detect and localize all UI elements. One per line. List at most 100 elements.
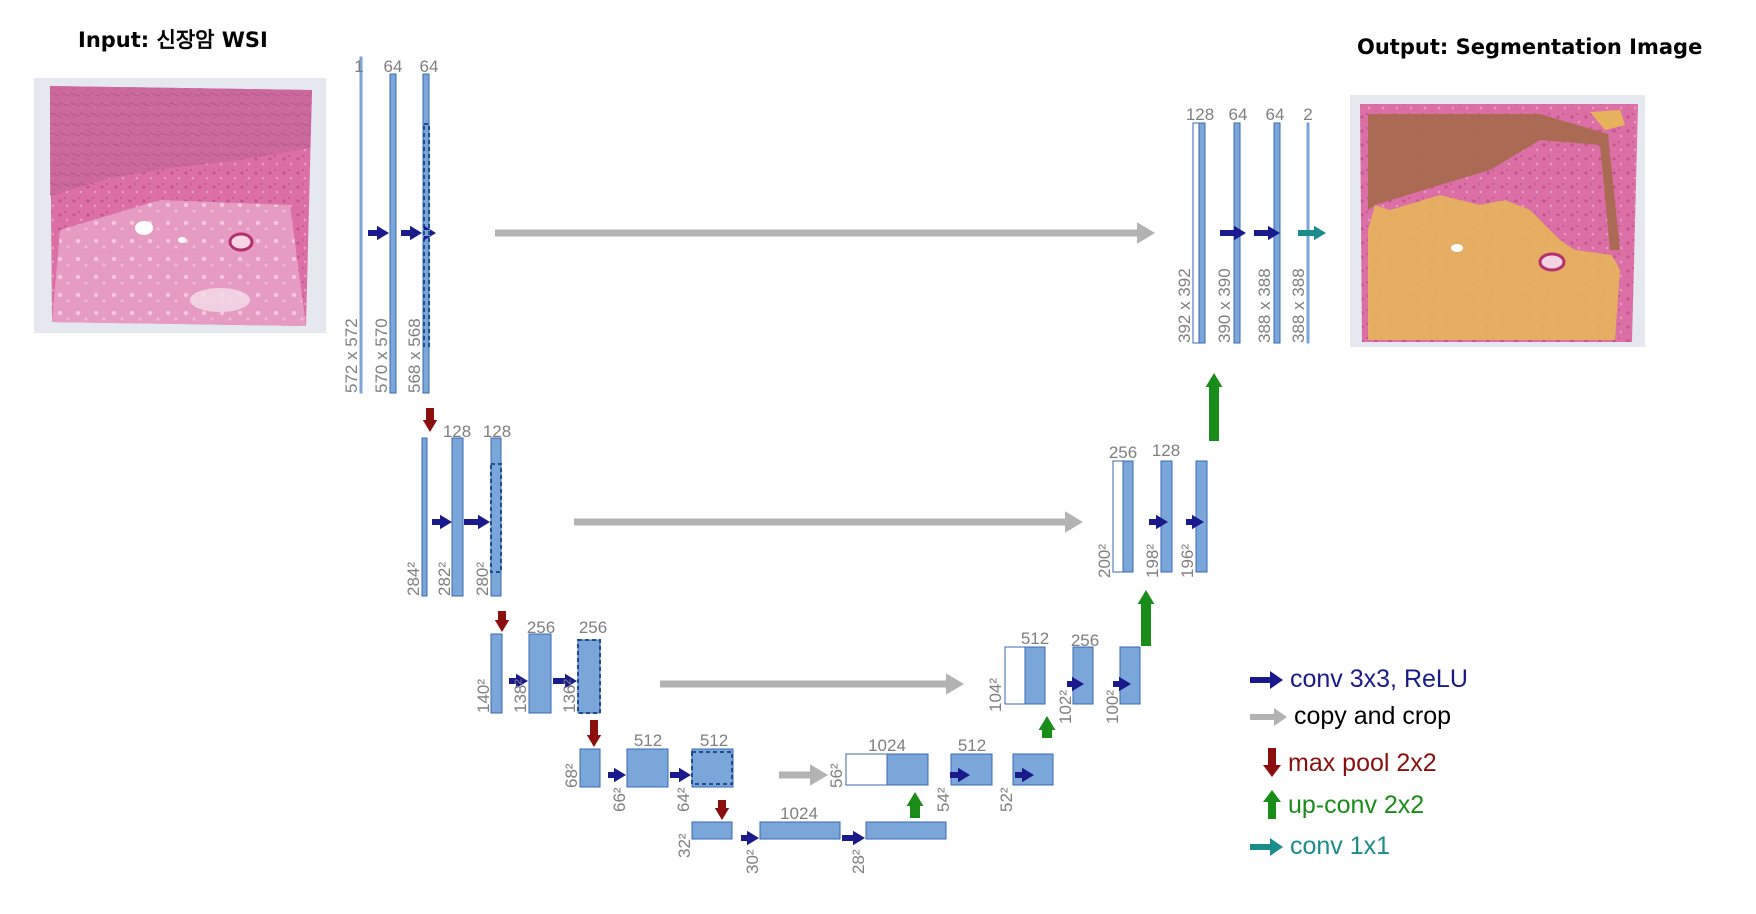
size-label: 388 x 388 [1255, 268, 1274, 343]
channel-label: 128 [1186, 105, 1214, 124]
channel-label: 1024 [780, 804, 818, 823]
size-label: 392 x 392 [1175, 268, 1194, 343]
pool-arrow [586, 720, 602, 747]
channel-label: 1024 [868, 736, 906, 755]
legend-item-pool: max pool 2x2 [1262, 748, 1437, 778]
feature-map [865, 821, 947, 840]
legend-label-pool: max pool 2x2 [1288, 748, 1437, 777]
channel-label: 512 [958, 736, 986, 755]
channel-label: 512 [634, 731, 662, 750]
feature-map [359, 56, 363, 394]
right-arrow-icon [1250, 670, 1283, 689]
legend-label-copy: copy and crop [1294, 702, 1452, 730]
feature-map [1119, 646, 1141, 705]
output-heading: Output: Segmentation Image [1357, 35, 1703, 59]
legend-item-upconv: up-conv 2x2 [1262, 790, 1424, 820]
legend-label-conv: conv 3x3, ReLU [1290, 665, 1468, 693]
size-label: 280² [473, 562, 492, 596]
conv-arrow [509, 673, 528, 689]
conv1x1-arrow [1298, 225, 1326, 241]
channel-label: 512 [700, 731, 728, 750]
feature-map [1024, 646, 1046, 705]
feature-map [759, 821, 841, 840]
feature-map [490, 633, 503, 714]
conv-arrow [553, 673, 577, 689]
conv-arrow [950, 767, 970, 783]
conv-arrow [1067, 676, 1084, 692]
size-label: 28² [849, 849, 868, 874]
feature-map [1195, 460, 1208, 573]
feature-map [528, 633, 552, 714]
size-label: 66² [610, 787, 629, 812]
size-label: 102² [1056, 690, 1075, 724]
channel-label: 64 [420, 57, 439, 76]
down-arrow-icon [1263, 748, 1281, 777]
size-label: 572 x 572 [342, 318, 361, 393]
conv-arrow [368, 225, 389, 241]
size-label: 136² [560, 679, 579, 713]
channel-label: 256 [1071, 631, 1099, 650]
feature-map [626, 748, 669, 788]
conv-arrow [1186, 514, 1204, 530]
channel-label: 128 [1152, 441, 1180, 460]
channel-label: 128 [443, 422, 471, 441]
conv-arrow [741, 830, 759, 846]
up-arrow-icon [1263, 790, 1281, 819]
conv-arrow [1015, 767, 1034, 783]
size-label: 52² [997, 787, 1016, 812]
upconv-arrow [906, 792, 924, 818]
feature-map [1072, 646, 1094, 705]
size-label: 32² [675, 833, 694, 858]
upconv-arrow [1205, 373, 1223, 441]
size-label: 68² [562, 763, 581, 788]
pool-arrow [714, 800, 730, 820]
conv-arrow [1149, 514, 1168, 530]
channel-label: 64 [1229, 105, 1248, 124]
feature-map [1112, 460, 1124, 573]
feature-map [1198, 122, 1206, 344]
size-label: 64² [674, 787, 693, 812]
feature-map [451, 437, 464, 597]
conv-arrow [1113, 676, 1131, 692]
channel-label: 1 [354, 57, 363, 76]
pool-arrow [422, 408, 438, 432]
conv-arrow [464, 514, 490, 530]
size-label: 200² [1095, 544, 1114, 578]
feature-map [950, 753, 993, 786]
conv-arrow [842, 830, 865, 846]
size-label: 100² [1103, 690, 1122, 724]
conv-arrow [608, 767, 626, 783]
size-label: 388 x 388 [1289, 268, 1308, 343]
legend-label-conv1x1: conv 1x1 [1290, 832, 1391, 860]
feature-map [579, 748, 601, 788]
channel-label: 64 [384, 57, 403, 76]
crop-region [691, 751, 733, 785]
channel-label: 256 [527, 618, 555, 637]
size-label: 54² [934, 787, 953, 812]
input-wsi-image [34, 78, 326, 333]
conv-arrow [432, 514, 452, 530]
crop-region [423, 123, 430, 347]
size-label: 56² [827, 763, 846, 788]
conv-arrow [401, 225, 422, 241]
size-label: 282² [435, 562, 454, 596]
size-label: 30² [743, 849, 762, 874]
size-label: 196² [1178, 544, 1197, 578]
channel-label: 512 [1021, 629, 1049, 648]
copy-arrow [779, 764, 828, 786]
feature-map [691, 748, 734, 788]
input-heading: Input: 신장암 WSI [78, 28, 268, 52]
size-label: 138² [511, 679, 530, 713]
right-arrow-icon [1250, 837, 1283, 856]
conv-arrow [424, 225, 436, 241]
output-segmentation-image [1350, 95, 1645, 347]
feature-map [389, 73, 397, 394]
copy-arrow [660, 673, 964, 695]
upconv-arrow [1038, 716, 1056, 738]
channel-label: 64 [1266, 105, 1285, 124]
conv-arrow [670, 767, 691, 783]
conv-arrow [1254, 225, 1280, 241]
arrows [368, 222, 1326, 846]
